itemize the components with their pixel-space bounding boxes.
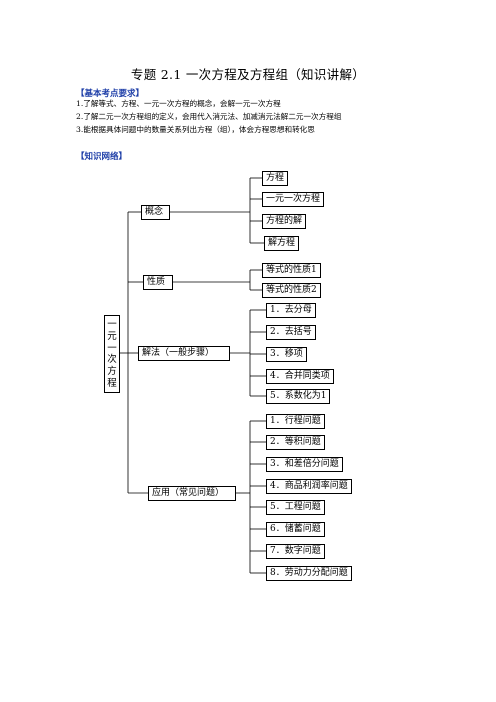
leaf-step-1: 1．去分母 (266, 303, 316, 318)
leaf-step-3: 3．移项 (266, 347, 307, 362)
leaf-step-2: 2．去括号 (266, 325, 316, 340)
requirement-item-3: 3.能根据具体问题中的数量关系列出方程（组），体会方程思想和转化思 (76, 125, 315, 134)
leaf-app-2: 2．等积问题 (266, 435, 325, 450)
root-char: 一 (107, 319, 117, 330)
root-char: 方 (107, 366, 117, 378)
leaf-app-8: 8．劳动力分配问题 (266, 566, 352, 581)
root-char: 程 (107, 377, 117, 389)
leaf-app-6: 6．储蓄问题 (266, 522, 325, 537)
leaf-solving-equation: 解方程 (264, 236, 300, 251)
leaf-step-5: 5．系数化为1 (266, 389, 331, 404)
leaf-app-1: 1．行程问题 (266, 414, 325, 429)
root-char: 一 (107, 342, 117, 354)
leaf-equality-property-1: 等式的性质1 (262, 263, 321, 278)
branch-solution-steps: 解法（一般步骤） (138, 346, 230, 361)
branch-concept: 概念 (141, 205, 170, 220)
leaf-equation-solution: 方程的解 (262, 214, 307, 229)
leaf-equality-property-2: 等式的性质2 (262, 283, 321, 298)
leaf-app-3: 3．和差倍分问题 (266, 457, 343, 472)
branch-applications: 应用（常见问题） (148, 486, 236, 501)
leaf-step-4: 4．合并同类项 (266, 369, 334, 384)
leaf-equation: 方程 (262, 171, 289, 186)
page-title: 专题 2.1 一次方程及方程组（知识讲解） (130, 67, 366, 82)
leaf-linear-equation: 一元一次方程 (262, 192, 325, 207)
tree-root-node: 一 元 一 次 方 程 (104, 315, 120, 393)
leaf-app-7: 7．数字问题 (266, 544, 325, 559)
branch-property: 性质 (143, 275, 173, 290)
requirement-item-2: 2.了解二元一次方程组的定义，会用代入消元法、加减消元法解二元一次方程组 (76, 112, 342, 121)
root-char: 元 (107, 330, 117, 342)
requirement-item-1: 1.了解等式、方程、一元一次方程的概念，会解一元一次方程 (76, 99, 281, 108)
root-char: 次 (107, 354, 117, 366)
requirements-heading: 【基本考点要求】 (76, 89, 145, 99)
leaf-app-4: 4．商品利润率问题 (266, 479, 352, 494)
network-heading: 【知识网络】 (76, 152, 128, 162)
leaf-app-5: 5．工程问题 (266, 500, 325, 515)
